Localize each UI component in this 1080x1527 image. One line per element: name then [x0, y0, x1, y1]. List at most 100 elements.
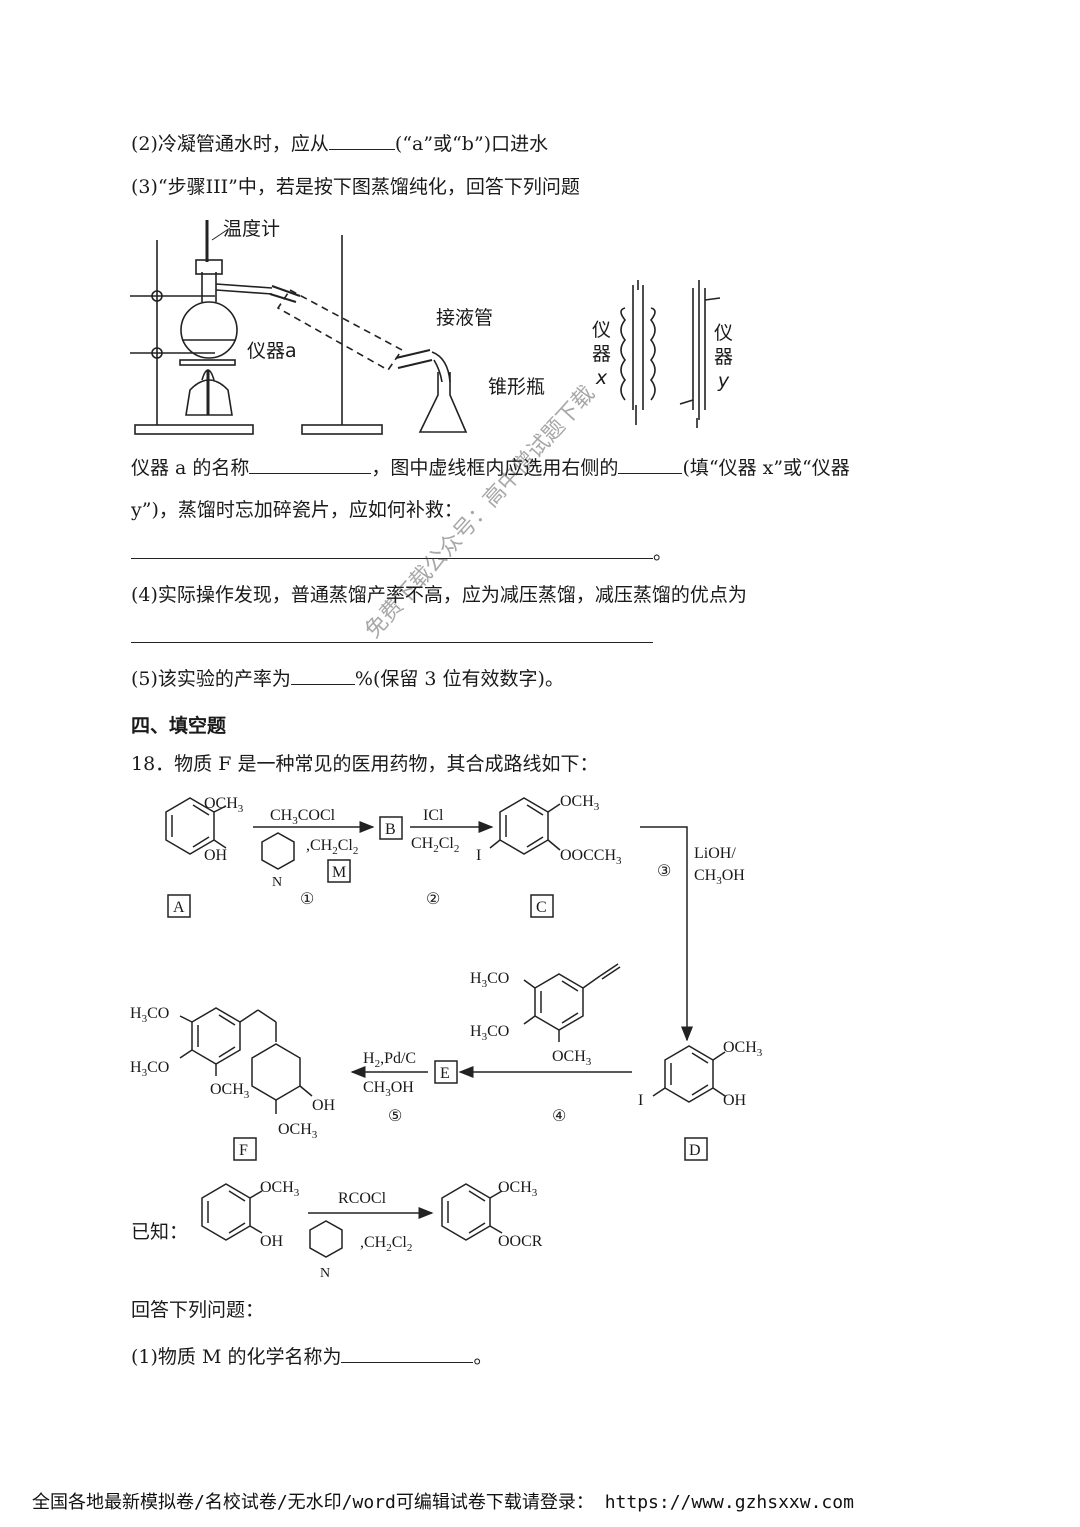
pyridine-n: N	[272, 875, 282, 890]
pyridine-ring	[261, 832, 295, 870]
conical-flask-label: 锥形瓶	[488, 376, 546, 398]
c-label: C	[536, 899, 547, 916]
question-2-text-end: (“a”或“b”)口进水	[394, 133, 549, 155]
c-och3: OCH3	[560, 793, 600, 813]
question-18: 18．物质 F 是一种常见的医用药物，其合成路线如下：	[131, 753, 599, 775]
f-och3-4: OCH3	[278, 1121, 318, 1141]
stand-base	[134, 424, 254, 435]
conical-flask	[418, 372, 468, 433]
a-och3: OCH3	[204, 795, 244, 815]
flask-label: 仪器a	[247, 340, 297, 362]
m-label-box	[327, 859, 351, 883]
question-3a: 仪器 a 的名称，图中虚线框内应选用右侧的(填“仪器 x”或“仪器	[131, 455, 850, 479]
question-4: (4)实际操作发现，普通蒸馏产率不高，应为减压蒸馏，减压蒸馏的优点为	[131, 584, 747, 606]
compound-a-structure	[165, 797, 227, 855]
d-label: D	[689, 1142, 701, 1159]
step1-number: ①	[300, 891, 314, 908]
known-reagent: RCOCl	[338, 1190, 387, 1207]
b-label-box	[379, 816, 403, 840]
d-iodo: I	[638, 1092, 643, 1109]
d-och3: OCH3	[723, 1039, 763, 1059]
question-18-1: (1)物质 M 的化学名称为。	[131, 1344, 493, 1368]
question-5: (5)该实验的产率为%(保留 3 位有效数字)。	[131, 666, 564, 690]
answer-prompt: 回答下列问题：	[131, 1299, 265, 1321]
distilling-flask	[180, 301, 238, 359]
step5-solvent: CH3OH	[363, 1079, 414, 1099]
step3-reagent: LiOH/	[694, 845, 736, 862]
step2-number: ②	[426, 891, 440, 908]
f-label: F	[239, 1142, 248, 1159]
step3-arrow	[640, 826, 693, 1042]
alkyne-och3-2: H3CO	[470, 1023, 509, 1043]
step2-solvent: CH2Cl2	[411, 835, 459, 855]
known-label: 已知：	[131, 1221, 189, 1243]
known-solvent: ,CH2Cl2	[360, 1234, 412, 1254]
remedy-blank[interactable]	[131, 540, 653, 559]
alkyne-och3-1: H3CO	[470, 970, 509, 990]
advantage-blank[interactable]	[131, 624, 653, 643]
question-2: (2)冷凝管通水时，应从 (“a”或“b”)口进水	[131, 131, 548, 157]
known-product	[441, 1183, 503, 1241]
question-2-text: (2)冷凝管通水时，应从	[131, 133, 329, 155]
m-name-blank[interactable]	[341, 1344, 474, 1363]
adapter-label: 接液管	[436, 307, 494, 329]
e-label-box	[434, 1060, 458, 1084]
alkyne-reagent-structure	[523, 963, 621, 1042]
step5-reagent: H2,Pd/C	[363, 1050, 416, 1070]
c-iodo: I	[476, 847, 481, 864]
yield-blank[interactable]	[290, 666, 355, 685]
step1-reagent: CH3COCl	[270, 807, 336, 827]
synthesis-scheme: OCH3 OH A CH3COCl N ,CH2Cl2 M ① B ICl CH…	[130, 793, 763, 1161]
question-3: (3)“步骤III”中，若是按下图蒸馏纯化，回答下列问题	[131, 176, 580, 198]
compound-d-structure	[652, 1045, 726, 1103]
e-label: E	[440, 1065, 450, 1082]
instrument-x	[620, 280, 656, 425]
step3-number: ③	[657, 863, 671, 880]
section-heading: 四、填空题	[131, 715, 227, 737]
f-och3-3: OCH3	[210, 1081, 250, 1101]
c-label-box	[530, 894, 554, 918]
thermometer-label: 温度计	[223, 218, 281, 240]
a-label: A	[173, 899, 185, 916]
step3-solvent: CH3OH	[694, 867, 745, 887]
question-4-answer	[131, 624, 653, 650]
known-pr-och3: OCH3	[498, 1179, 538, 1199]
compound-c-structure	[489, 797, 561, 855]
step1-solvent: ,CH2Cl2	[306, 837, 358, 857]
known-starting-material	[201, 1183, 263, 1241]
m-label: M	[332, 864, 346, 881]
known-pr-oocr: OOCR	[498, 1233, 543, 1250]
f-oh: OH	[312, 1097, 336, 1114]
adapter	[395, 349, 433, 369]
known-reaction-scheme: OCH3 OH RCOCl N ,CH2Cl2 OCH3 OOCR	[201, 1179, 543, 1281]
a-label-box	[167, 894, 191, 918]
flask-name-blank[interactable]	[249, 455, 372, 474]
a-oh: OH	[204, 847, 228, 864]
footer-banner: 全国各地最新模拟卷/名校试卷/无水印/word可编辑试卷下载请登录： https…	[32, 1492, 854, 1513]
condenser-placeholder	[276, 288, 404, 372]
known-sm-och3: OCH3	[260, 1179, 300, 1199]
instrument-y	[679, 280, 721, 428]
d-oh: OH	[723, 1092, 747, 1109]
known-sm-oh: OH	[260, 1233, 284, 1250]
f-och3-2: H3CO	[130, 1059, 169, 1079]
step5-number: ⑤	[388, 1108, 402, 1125]
f-label-box	[233, 1137, 257, 1161]
d-label-box	[684, 1137, 708, 1161]
b-label: B	[385, 821, 396, 838]
instrument-choice-blank[interactable]	[618, 455, 683, 474]
step2-reagent: ICl	[423, 807, 444, 824]
f-och3-1: H3CO	[130, 1005, 169, 1025]
distillation-apparatus-figure	[130, 220, 721, 435]
question-3b: y”)，蒸馏时忘加碎瓷片，应如何补救：	[131, 499, 463, 521]
compound-f-structure	[179, 1007, 313, 1114]
answer-blank[interactable]	[328, 131, 395, 150]
step4-number: ④	[552, 1108, 566, 1125]
c-ester: OOCCH3	[560, 847, 622, 867]
alkyne-och3-3: OCH3	[552, 1048, 592, 1068]
question-3c: 。	[131, 540, 672, 566]
known-pyridine-n: N	[320, 1266, 330, 1281]
known-pyridine-ring	[309, 1220, 343, 1258]
